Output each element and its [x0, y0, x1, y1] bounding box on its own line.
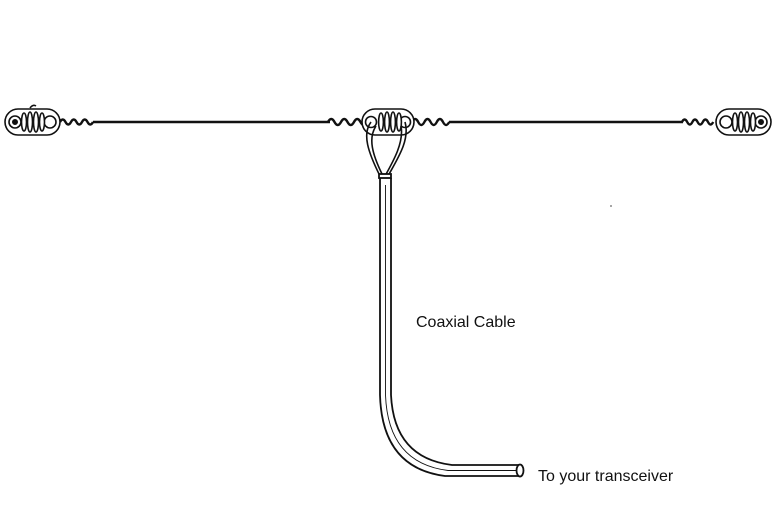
coaxial-cable-label: Coaxial Cable	[416, 314, 516, 331]
coaxial-cable	[378, 173, 525, 478]
insulator-left	[4, 104, 61, 136]
wire-wrap-left-end	[58, 118, 95, 126]
wire-wrap-center-right	[410, 117, 451, 127]
stray-dot	[610, 205, 612, 207]
feed-leads	[365, 121, 407, 177]
transceiver-label: To your transceiver	[538, 468, 674, 485]
wire-wrap-right-end	[680, 118, 715, 126]
insulator-right	[715, 108, 772, 136]
wire-wrap-center-left	[326, 117, 369, 127]
